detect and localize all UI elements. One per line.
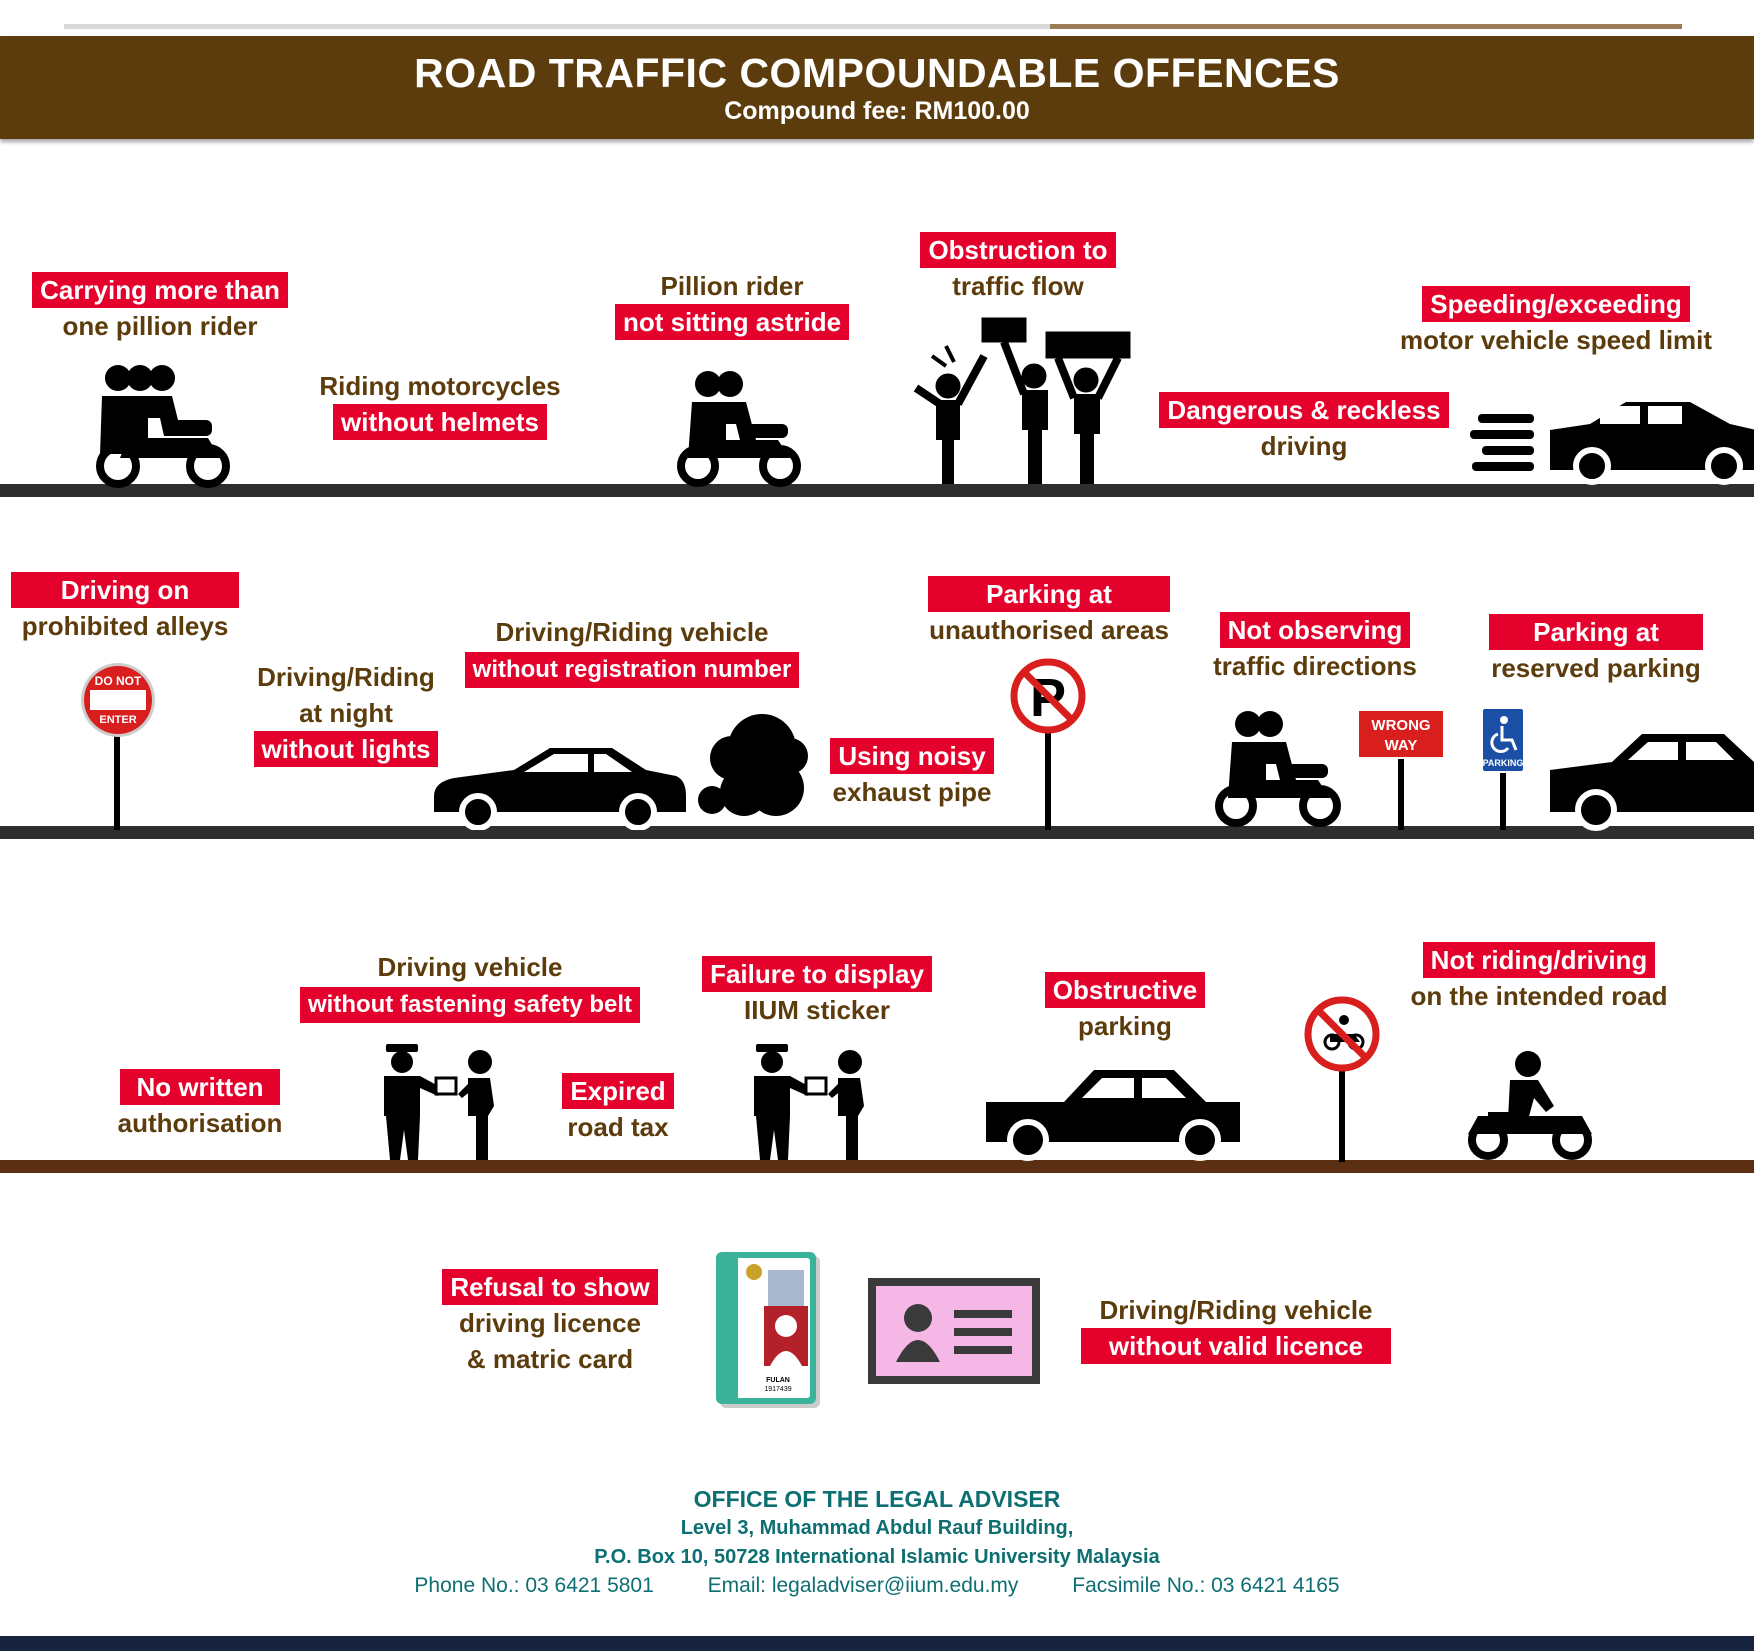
svg-text:WRONG: WRONG xyxy=(1371,717,1430,734)
offence-no-authorisation: No written authorisation xyxy=(90,1069,310,1141)
page-title: ROAD TRAFFIC COMPOUNDABLE OFFENCES xyxy=(414,50,1340,96)
offence-no-valid-licence: Driving/Riding vehicle without valid lic… xyxy=(1076,1292,1396,1364)
road-row-1 xyxy=(0,484,1754,497)
offence-no-helmets: Riding motorcycles without helmets xyxy=(300,368,580,440)
footer-office: OFFICE OF THE LEGAL ADVISER xyxy=(693,1486,1061,1512)
motorcycle-riders-icon xyxy=(1215,711,1341,827)
wrong-way-sign-icon: WRONG WAY xyxy=(1357,709,1445,830)
offence-intended-road: Not riding/driving on the intended road xyxy=(1384,942,1694,1014)
two-riders-motorcycle-icon xyxy=(677,371,801,487)
footer-address-1: Level 3, Muhammad Abdul Rauf Building, xyxy=(680,1517,1074,1539)
offence-iium-sticker: Failure to display IIUM sticker xyxy=(680,956,954,1028)
svg-text:PARKING: PARKING xyxy=(1483,758,1524,768)
driving-licence-icon xyxy=(868,1278,1040,1384)
offence-no-lights: Driving/Riding at night without lights xyxy=(226,659,466,767)
footer-phone: Phone No.: 03 6421 5801 xyxy=(414,1574,654,1597)
offence-noisy-exhaust: Using noisy exhaust pipe xyxy=(800,738,1024,810)
footer-email[interactable]: Email: legaladviser@iium.edu.my xyxy=(707,1574,1019,1597)
top-accent-grey xyxy=(64,24,1050,29)
offence-road-tax: Expired road tax xyxy=(546,1073,690,1145)
offence-speeding: Speeding/exceeding motor vehicle speed l… xyxy=(1376,286,1736,358)
exhaust-smoke-icon xyxy=(698,714,808,816)
do-not-enter-sign-icon: DO NOT ENTER xyxy=(81,663,155,830)
obstructive-parked-car-icon xyxy=(986,1070,1240,1161)
offence-carrying-pillion: Carrying more than one pillion rider xyxy=(20,272,300,344)
svg-text:FULAN: FULAN xyxy=(766,1377,790,1384)
header-banner: ROAD TRAFFIC COMPOUNDABLE OFFENCES Compo… xyxy=(0,36,1754,139)
footer-address-2: P.O. Box 10, 50728 International Islamic… xyxy=(594,1546,1160,1568)
matric-card-icon: FULAN 1917439 xyxy=(716,1252,820,1408)
police-officer-ticket-icon xyxy=(384,1044,494,1160)
offence-reserved-parking: Parking at reserved parking xyxy=(1466,614,1726,686)
offence-no-seatbelt: Driving vehicle without fastening safety… xyxy=(290,949,650,1023)
footer-fax: Facsimile No.: 03 6421 4165 xyxy=(1072,1574,1340,1597)
page-subtitle: Compound fee: RM100.00 xyxy=(724,97,1030,125)
svg-text:ENTER: ENTER xyxy=(99,714,136,726)
three-riders-motorcycle-icon xyxy=(96,365,230,488)
offence-obstruction: Obstruction to traffic flow xyxy=(878,232,1158,304)
no-parking-sign-icon: P xyxy=(1010,658,1086,830)
offence-reckless: Dangerous & reckless driving xyxy=(1144,392,1464,464)
disabled-parking-sign-icon: PARKING xyxy=(1481,707,1525,830)
police-officer-sticker-icon xyxy=(754,1044,864,1160)
car-no-plate-icon xyxy=(434,748,686,830)
offence-no-registration: Driving/Riding vehicle without registrat… xyxy=(452,614,812,688)
offence-unauthorised-parking: Parking at unauthorised areas xyxy=(904,576,1194,648)
bottom-bar xyxy=(0,1636,1754,1651)
road-row-3 xyxy=(0,1160,1754,1173)
road-row-2 xyxy=(0,826,1754,839)
offence-obstructive-parking: Obstructive parking xyxy=(1000,972,1250,1044)
offence-prohibited-alleys: Driving on prohibited alleys xyxy=(0,572,250,644)
speeding-car-icon xyxy=(1470,402,1754,485)
motorcyclist-icon xyxy=(1468,1051,1592,1160)
offence-not-astride: Pillion rider not sitting astride xyxy=(592,268,872,340)
svg-text:WAY: WAY xyxy=(1385,737,1418,754)
footer-contacts: Phone No.: 03 6421 5801 Email: legaladvi… xyxy=(0,1574,1754,1598)
svg-text:1917439: 1917439 xyxy=(764,1386,791,1393)
no-motorcycle-sign-icon xyxy=(1304,996,1380,1162)
offence-traffic-directions: Not observing traffic directions xyxy=(1190,612,1440,684)
protesters-icon xyxy=(913,317,1131,484)
svg-text:DO NOT: DO NOT xyxy=(95,674,142,688)
top-accent-brown xyxy=(1050,24,1682,29)
offence-refusal-licence: Refusal to show driving licence & matric… xyxy=(420,1269,680,1377)
parked-car-icon xyxy=(1550,734,1754,831)
